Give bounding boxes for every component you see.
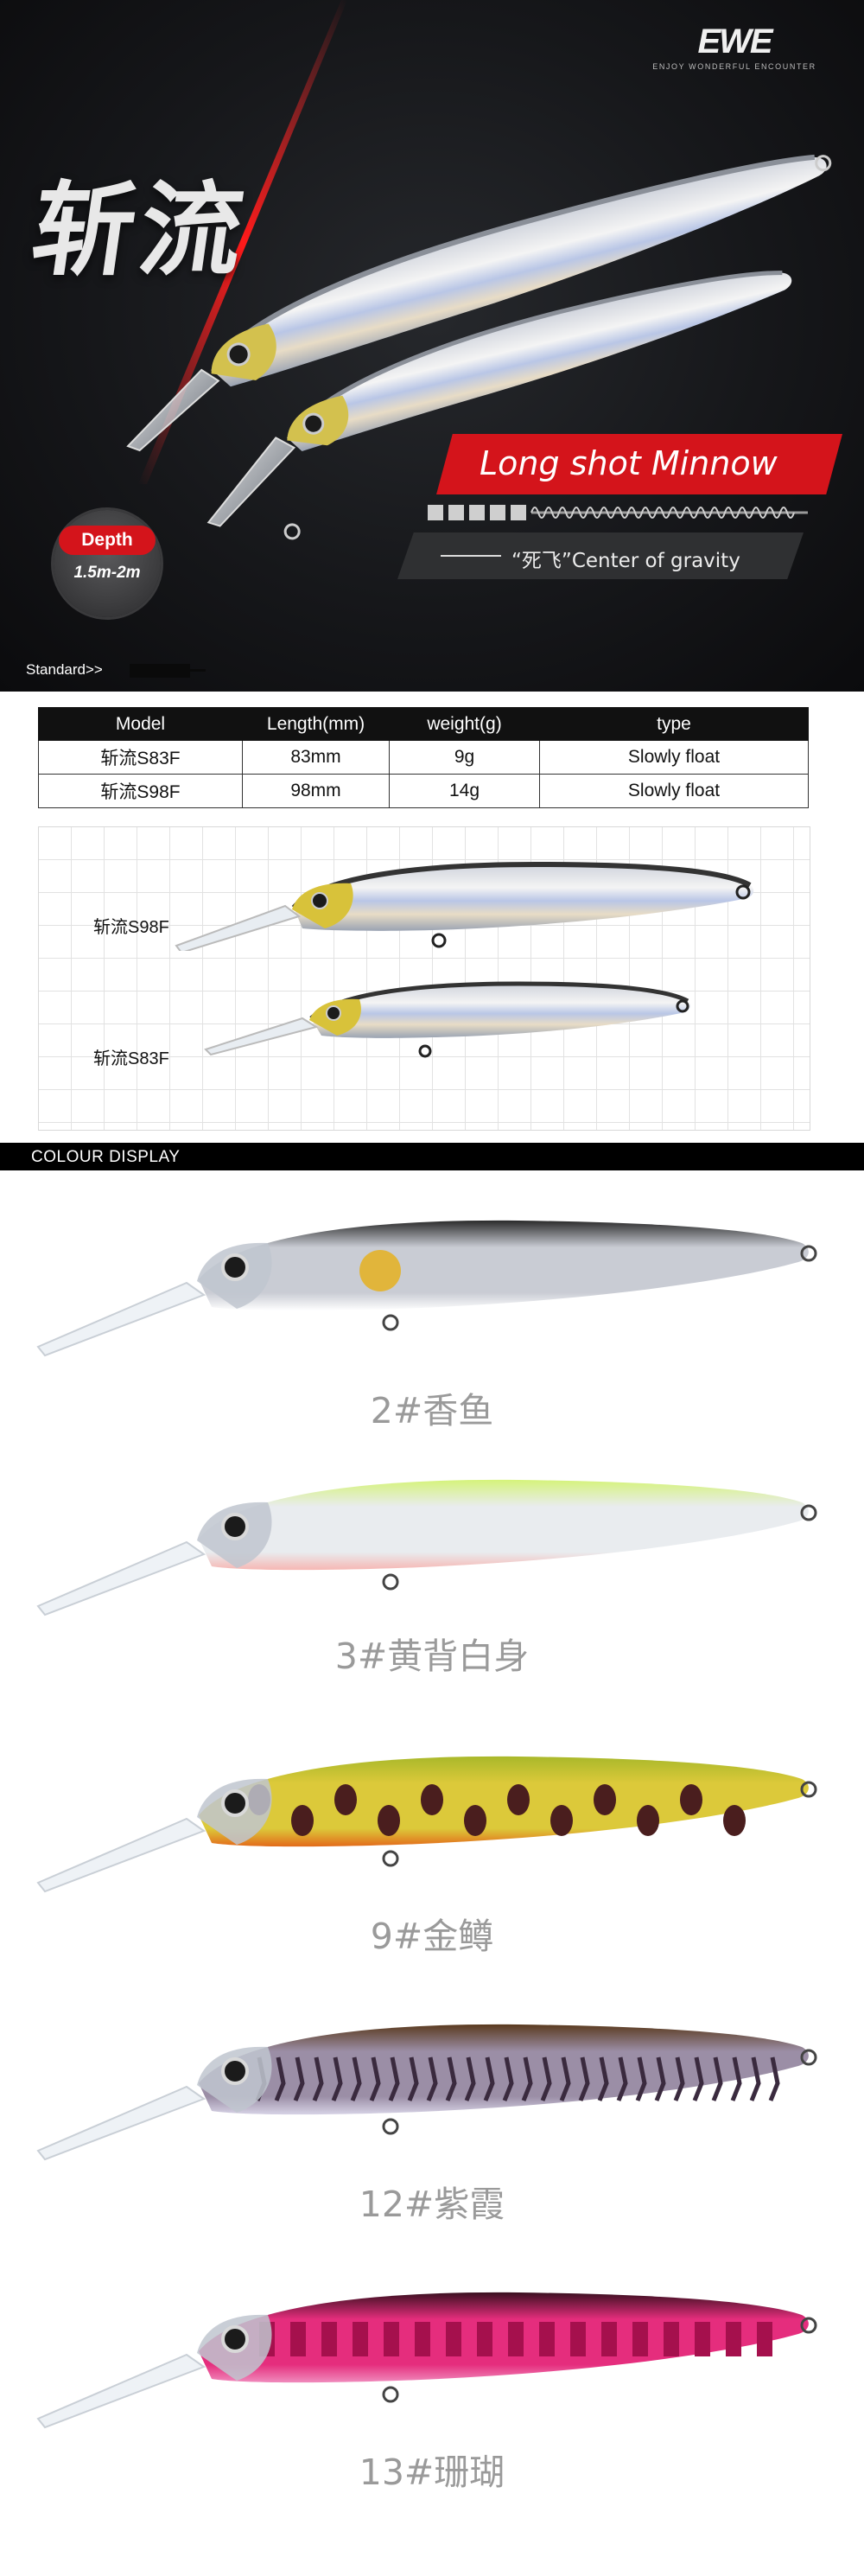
lure-small-image (204, 981, 690, 1058)
standard-label: Standard>> (26, 661, 103, 678)
lure-variant-image (36, 2292, 817, 2429)
cell-length: 83mm (242, 740, 390, 775)
cell-weight: 14g (389, 774, 540, 808)
col-length: Length(mm) (242, 707, 390, 741)
colour-variant: 2#香鱼 (0, 1202, 864, 1461)
standard-line (190, 669, 206, 672)
gravity-divider (441, 555, 501, 557)
table-row: 斩流S98F 98mm 14g Slowly float (38, 774, 809, 808)
col-type: type (539, 707, 809, 741)
brand-tagline: ENJOY WONDERFUL ENCOUNTER (652, 62, 816, 71)
hero-banner: EWE ENJOY WONDERFUL ENCOUNTER 斩流 (0, 0, 864, 692)
size-label-large: 斩流S98F (93, 918, 169, 937)
lure-large-image (175, 861, 754, 951)
cell-model: 斩流S83F (38, 740, 243, 775)
size-label-small: 斩流S83F (93, 1049, 169, 1068)
weight-spring-graphic (428, 505, 808, 520)
colour-variant: 13#珊瑚 (0, 2273, 864, 2533)
colour-variant: 12#紫霞 (0, 2005, 864, 2265)
depth-badge: Depth 1.5m-2m (54, 510, 161, 617)
gravity-banner: “死飞”Center of gravity (397, 532, 804, 579)
variant-label: 13#珊瑚 (359, 2452, 505, 2493)
cell-weight: 9g (389, 740, 540, 775)
brand-logo: EWE ENJOY WONDERFUL ENCOUNTER (631, 22, 838, 71)
cell-type: Slowly float (539, 740, 809, 775)
variant-label: 2#香鱼 (370, 1390, 494, 1431)
standard-bar (130, 664, 190, 678)
cell-type: Slowly float (539, 774, 809, 808)
lure-variant-image (36, 2024, 817, 2161)
colour-display-title: COLOUR DISPLAY (31, 1148, 181, 1166)
depth-title: Depth (59, 526, 156, 555)
spec-table-header: Model Length(mm) weight(g) type (38, 707, 809, 741)
gravity-text: “死飞”Center of gravity (511, 550, 740, 572)
colour-variant: 9#金鳟 (0, 1738, 864, 1997)
variant-label: 12#紫霞 (359, 2184, 505, 2225)
table-row: 斩流S83F 83mm 9g Slowly float (38, 740, 809, 775)
variant-label: 3#黄背白身 (334, 1636, 530, 1677)
hero-red-slash (138, 0, 347, 484)
cell-length: 98mm (242, 774, 390, 808)
hero-lure-image (126, 154, 832, 540)
colour-variant: 3#黄背白身 (0, 1461, 864, 1720)
variant-label: 9#金鳟 (370, 1916, 494, 1957)
spec-table: Model Length(mm) weight(g) type 斩流S83F 8… (38, 707, 809, 808)
col-model: Model (38, 707, 243, 741)
long-shot-text: Long shot Minnow (480, 444, 778, 482)
cell-model: 斩流S98F (38, 774, 243, 808)
colour-display-header: COLOUR DISPLAY (0, 1143, 864, 1170)
depth-range: 1.5m-2m (73, 564, 141, 582)
lure-variant-image (36, 1479, 817, 1616)
col-weight: weight(g) (389, 707, 540, 741)
long-shot-banner: Long shot Minnow (436, 434, 842, 494)
brand-logo-mark: EWE (697, 22, 772, 61)
lure-variant-image (36, 1220, 817, 1357)
lure-variant-image (36, 1756, 817, 1893)
